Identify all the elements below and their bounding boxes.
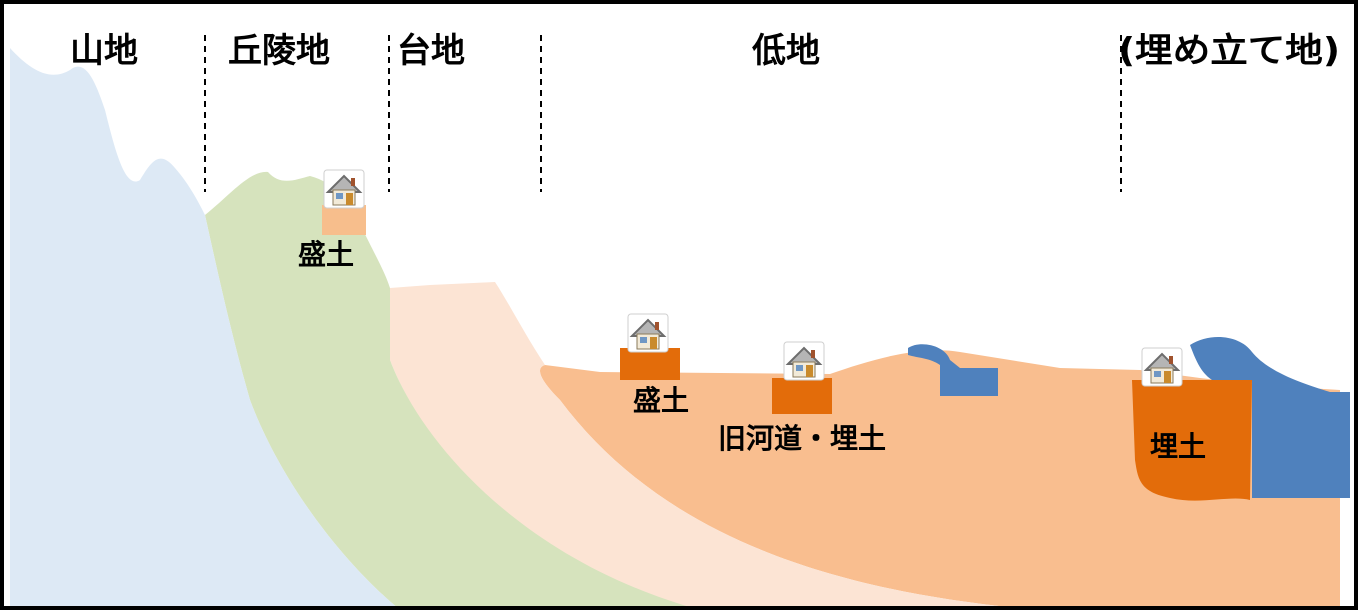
house-icon <box>783 341 825 381</box>
label-lowland-embankment: 盛土 <box>633 384 689 417</box>
zone-label-hills: 丘陵地 <box>228 31 330 71</box>
zone-label-plateau: 台地 <box>397 31 465 71</box>
label-old-river-channel: 旧河道・埋土 <box>718 422 886 455</box>
old-river-fill <box>772 378 832 414</box>
hills-band <box>205 171 700 610</box>
lowland-embankment <box>620 348 680 380</box>
house-icon <box>627 313 669 353</box>
label-hill-embankment: 盛土 <box>298 238 354 271</box>
plateau-band <box>390 282 1040 610</box>
zone-label-mountain: 山地 <box>70 31 138 71</box>
house-icon <box>323 169 365 209</box>
label-reclaimed-fill: 埋土 <box>1150 430 1206 463</box>
hill-embankment <box>322 205 366 235</box>
river-water <box>908 344 998 396</box>
zone-label-lowland: 低地 <box>752 31 820 71</box>
mountain-band <box>10 48 400 610</box>
house-icon <box>1141 347 1183 387</box>
reclaimed-fill <box>1132 380 1252 501</box>
sea-water <box>1190 336 1350 498</box>
zone-label-reclaimed: (埋め立て地) <box>1118 31 1340 71</box>
